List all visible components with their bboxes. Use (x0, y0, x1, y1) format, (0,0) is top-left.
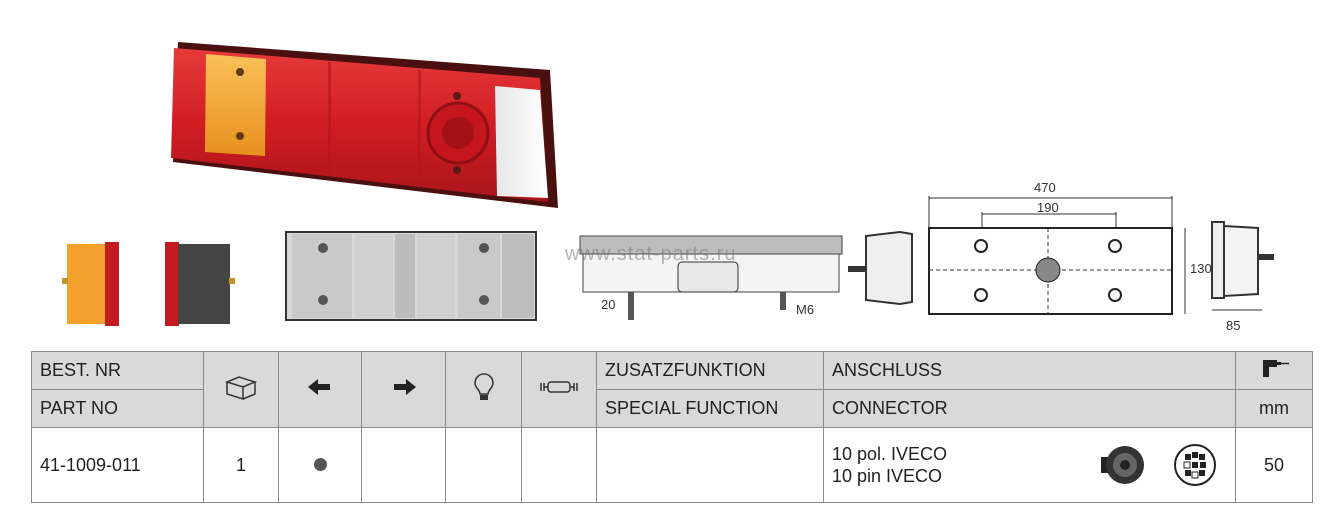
side-view-left (62, 242, 119, 326)
header-anschluss: ANSCHLUSS (823, 351, 1236, 390)
side-view-right (165, 242, 235, 326)
header-mm: mm (1235, 389, 1313, 428)
side-outline (848, 230, 913, 306)
header-special-function: SPECIAL FUNCTION (596, 389, 824, 428)
connector-pinout-icon (1174, 444, 1216, 486)
cell-qty: 1 (203, 427, 279, 503)
dimension-height: 130 (1190, 261, 1212, 276)
arrow-right-icon (361, 351, 446, 428)
cell-right (361, 427, 446, 503)
package-icon (203, 351, 279, 428)
cell-part-no: 41-1009-011 (31, 427, 204, 503)
header-part-no: PART NO (31, 389, 204, 428)
fuse-icon (521, 351, 597, 428)
dimension-stud: 20 (601, 297, 616, 312)
bulb-icon (445, 351, 522, 428)
left-marker-dot (313, 457, 327, 471)
dimension-drawing (928, 196, 1186, 315)
connector-plug-icon (1101, 446, 1144, 484)
dimension-width: 470 (1034, 180, 1056, 195)
top-view (579, 235, 843, 320)
watermark: www.stat-parts.ru (565, 243, 737, 265)
header-zusatzfunktion: ZUSATZFUNKTION (596, 351, 824, 390)
cell-fuse (521, 427, 597, 503)
depth-view (1211, 221, 1274, 311)
rear-view (285, 231, 537, 321)
drill-icon (1235, 351, 1313, 390)
cell-special (596, 427, 824, 503)
table-row: 41-1009-011 1 10 pol. IVECO 10 pin IVECO (31, 427, 1313, 503)
arrow-left-icon (278, 351, 362, 428)
cell-connector: 10 pol. IVECO 10 pin IVECO (823, 427, 1236, 503)
dimension-holes: 190 (1037, 200, 1059, 215)
header-best-nr: BEST. NR (31, 351, 204, 390)
thread-label: M6 (796, 302, 815, 317)
dimension-depth: 85 (1226, 318, 1241, 333)
technical-drawings (62, 196, 1274, 326)
spec-table: BEST. NR ZUSATZFUNKTION ANSCHLUSS PART N… (31, 351, 1313, 503)
cell-left (278, 427, 362, 503)
product-photo (171, 42, 558, 208)
connector-line-1: 10 pol. IVECO (832, 444, 948, 464)
header-connector: CONNECTOR (823, 389, 1236, 428)
indicator-lens (205, 54, 266, 156)
reverse-lens (495, 86, 548, 198)
cell-mm: 50 (1235, 427, 1313, 503)
connector-line-2: 10 pin IVECO (832, 466, 943, 486)
cell-bulb (445, 427, 522, 503)
